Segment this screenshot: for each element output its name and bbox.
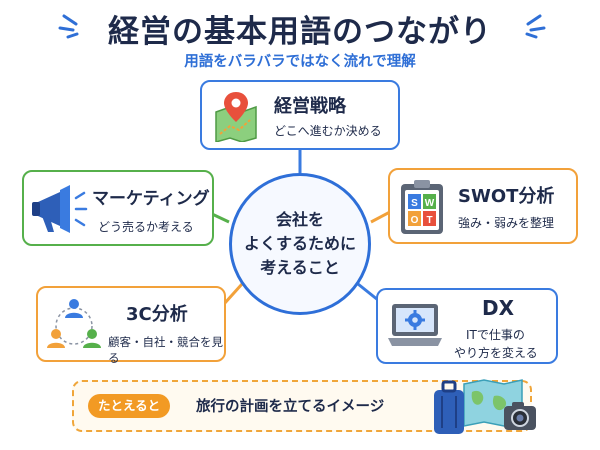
page-subtitle: 用語をバラバラではなく流れで理解 xyxy=(184,54,416,70)
threec-title: 3C分析 xyxy=(126,304,188,325)
map-pin-icon xyxy=(215,92,257,142)
megaphone-icon xyxy=(32,185,88,233)
example-badge: たとえると xyxy=(88,394,171,418)
travel-illustration-icon xyxy=(434,379,536,434)
center-concept: 会社を よくするために 考えること xyxy=(229,173,371,315)
center-line-2: よくするために xyxy=(243,234,356,253)
dx-desc-line-1: ITで仕事の xyxy=(466,328,525,342)
center-line-3: 考えること xyxy=(260,258,340,277)
page-title: 経営の基本用語のつながり xyxy=(108,14,492,50)
node-marketing: マーケティング どう売るか考える xyxy=(22,170,214,246)
marketing-title: マーケティング xyxy=(92,189,210,209)
swot-tile-t: T xyxy=(426,215,432,226)
sparkle-left-icon xyxy=(58,14,79,39)
swot-tile-s: S xyxy=(411,198,418,209)
clipboard-icon: S W O T xyxy=(401,180,443,234)
node-dx: DX ITで仕事の やり方を変える xyxy=(376,288,558,364)
strategy-desc: どこへ進むか決める xyxy=(274,124,382,138)
node-swot: S W O T SWOT分析 強み・弱みを整理 xyxy=(388,168,578,244)
strategy-title: 経営戦略 xyxy=(274,96,346,117)
swot-tile-o: O xyxy=(411,215,419,226)
swot-tile-w: W xyxy=(425,198,435,209)
swot-desc: 強み・弱みを整理 xyxy=(458,216,555,230)
example-text: 旅行の計画を立てるイメージ xyxy=(196,399,385,415)
threec-desc: 顧客・自社・競合を見る xyxy=(108,335,223,365)
swot-title: SWOT分析 xyxy=(458,186,555,207)
dx-title: DX xyxy=(482,296,515,320)
sparkle-right-icon xyxy=(525,14,546,39)
dx-desc-line-2: やり方を変える xyxy=(454,346,538,360)
marketing-desc: どう売るか考える xyxy=(98,220,194,234)
three-people-icon xyxy=(47,299,101,348)
center-line-1: 会社を xyxy=(275,210,324,229)
node-3c: 3C分析 顧客・自社・競合を見る xyxy=(36,286,226,365)
node-strategy: 経営戦略 どこへ進むか決める xyxy=(200,80,400,150)
laptop-gear-icon xyxy=(388,304,442,346)
